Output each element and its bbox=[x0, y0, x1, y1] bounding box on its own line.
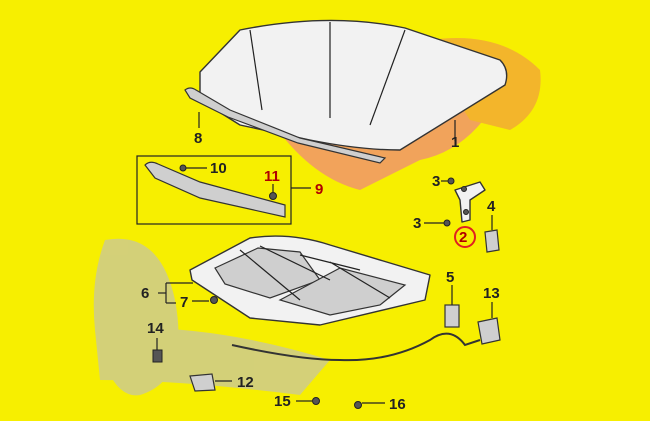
callout-7: 7 bbox=[180, 294, 188, 311]
callout-3-lower: 3 bbox=[413, 215, 421, 232]
callout-2: 2 bbox=[459, 229, 467, 246]
hood-seal bbox=[184, 87, 387, 164]
callout-11: 11 bbox=[264, 168, 280, 185]
callout-3-upper: 3 bbox=[432, 173, 440, 190]
callout-1: 1 bbox=[451, 134, 459, 151]
hood-hinge bbox=[454, 181, 486, 223]
callout-6: 6 bbox=[141, 285, 149, 302]
bolt-3-lower bbox=[424, 219, 451, 227]
bracket-4 bbox=[484, 215, 500, 253]
hood-panel bbox=[199, 19, 508, 151]
callout-5: 5 bbox=[446, 269, 454, 286]
callout-13: 13 bbox=[483, 285, 500, 302]
release-cable bbox=[231, 332, 481, 362]
fastener-15 bbox=[296, 397, 320, 405]
retainer-7 bbox=[210, 296, 218, 304]
hinge-highlight-ring bbox=[454, 226, 476, 248]
callout-4: 4 bbox=[487, 198, 496, 215]
fastener-11 bbox=[269, 184, 277, 200]
callout-12: 12 bbox=[237, 374, 254, 391]
callout-8: 8 bbox=[194, 130, 202, 147]
bumper-14 bbox=[152, 338, 163, 363]
hood-inner-frame bbox=[189, 235, 431, 326]
callout-9: 9 bbox=[315, 181, 323, 198]
hood-latch bbox=[444, 285, 460, 328]
callout-14: 14 bbox=[147, 320, 164, 337]
callout-16: 16 bbox=[389, 396, 406, 413]
callout-10: 10 bbox=[210, 160, 227, 177]
insulator-group-box bbox=[136, 155, 292, 225]
release-handle bbox=[477, 302, 501, 345]
bolt-3-upper bbox=[441, 177, 455, 185]
clip-10 bbox=[179, 164, 207, 172]
watermark-grey-band bbox=[95, 328, 330, 395]
fastener-16 bbox=[354, 401, 385, 409]
leader-6 bbox=[158, 282, 193, 304]
callout-15: 15 bbox=[274, 393, 291, 410]
clip-12 bbox=[189, 373, 232, 392]
